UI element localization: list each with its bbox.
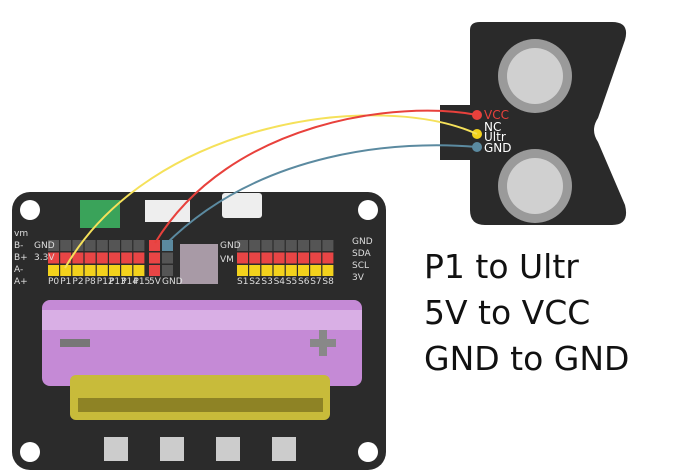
pin-label: S5 [286, 277, 297, 287]
header-pin [298, 265, 309, 276]
power-label: VM [220, 255, 234, 265]
header-pin [273, 240, 285, 251]
pin-label: P14 [121, 277, 138, 287]
header-pin [298, 240, 309, 251]
wire-blue [164, 144, 478, 246]
header-pin [322, 265, 334, 276]
pin-label: S2 [249, 277, 260, 287]
pin-ultr: Ultr [484, 130, 506, 144]
header-pin [298, 252, 309, 264]
instruction-p1-ultr: P1 to Ultr [424, 247, 579, 286]
microbit-slot [70, 375, 330, 420]
header-pin [285, 265, 297, 276]
power-label: GND [220, 241, 241, 251]
header-pin [322, 252, 334, 264]
pin-label: P13 [109, 277, 126, 287]
header-pin [249, 240, 261, 251]
header-pin [48, 252, 59, 264]
header-pin [72, 252, 84, 264]
header-pin [273, 252, 285, 264]
pin-label: P8 [85, 277, 96, 287]
header-pin [48, 240, 59, 251]
plus-icon [310, 330, 336, 356]
header-pin [310, 240, 322, 251]
header-pin [261, 252, 273, 264]
header-pin [322, 240, 334, 251]
pin-label: P0 [48, 277, 59, 287]
header-pin [96, 252, 108, 264]
header-pin [60, 240, 72, 251]
side-label: A+ [14, 277, 28, 287]
header-pin [310, 265, 322, 276]
pin-label: P15 [133, 277, 150, 287]
header-pin [249, 252, 261, 264]
header-pin [96, 240, 108, 251]
header-pin [84, 252, 96, 264]
pin-label: P12 [97, 277, 114, 287]
header-pin [109, 265, 120, 276]
pin-label: S4 [274, 277, 286, 287]
header-pin [133, 265, 145, 276]
header-pin [72, 240, 84, 251]
pin-label: GND [162, 277, 183, 287]
header-pin [273, 265, 285, 276]
instruction-5v-vcc: 5V to VCC [424, 293, 591, 332]
side-label: B- [14, 241, 23, 251]
terminal-block [80, 200, 120, 228]
header-pin [109, 240, 120, 251]
header-pin [310, 252, 322, 264]
header-pin [60, 265, 72, 276]
wire-yellow [64, 114, 478, 269]
minus-icon [60, 339, 90, 347]
header-pin [84, 240, 96, 251]
pin-label: S7 [310, 277, 321, 287]
i2c-label: GND [352, 237, 373, 247]
header-pin [285, 252, 297, 264]
header-pin [237, 240, 248, 251]
header-pin [261, 265, 273, 276]
pin-gnd: GND [484, 141, 512, 155]
header-pin [249, 265, 261, 276]
i2c-label: SCL [352, 261, 369, 271]
header-pin [96, 265, 108, 276]
header-pin [84, 265, 96, 276]
header-pin [237, 252, 248, 264]
header-pin [48, 265, 59, 276]
header-pin [72, 265, 84, 276]
header-pin [261, 240, 273, 251]
header-pin [109, 252, 120, 264]
chip [180, 244, 218, 284]
header-pin [285, 240, 297, 251]
i2c-label: SDA [352, 249, 371, 259]
buttons [104, 437, 296, 461]
side-label: B+ [14, 253, 28, 263]
pin-vcc: VCC [484, 108, 509, 122]
pin-nc: NC [484, 120, 501, 134]
header-pin [60, 252, 72, 264]
header-pin [121, 240, 133, 251]
side-label: A- [14, 265, 23, 275]
wire-red [154, 109, 478, 244]
side-label: vm [14, 229, 28, 239]
pin-label: 5V [149, 277, 162, 287]
ultrasonic-sensor: VCC NC Ultr GND [440, 22, 627, 225]
header-pin [121, 252, 133, 264]
i2c-label: 3V [352, 273, 365, 283]
pin-label: S3 [261, 277, 272, 287]
row-label: GND [34, 241, 55, 251]
header-pin [133, 240, 145, 251]
pin-label: P2 [72, 277, 83, 287]
instruction-gnd-gnd: GND to GND [424, 339, 630, 378]
pin-label: S8 [322, 277, 334, 287]
header-pin [237, 265, 248, 276]
pin-label: S6 [298, 277, 310, 287]
header-pin [121, 265, 133, 276]
header-pin [133, 252, 145, 264]
pin-label: P1 [60, 277, 71, 287]
row-label: 3.3V [34, 253, 55, 263]
power-switch [145, 200, 190, 222]
pin-label: S1 [237, 277, 248, 287]
